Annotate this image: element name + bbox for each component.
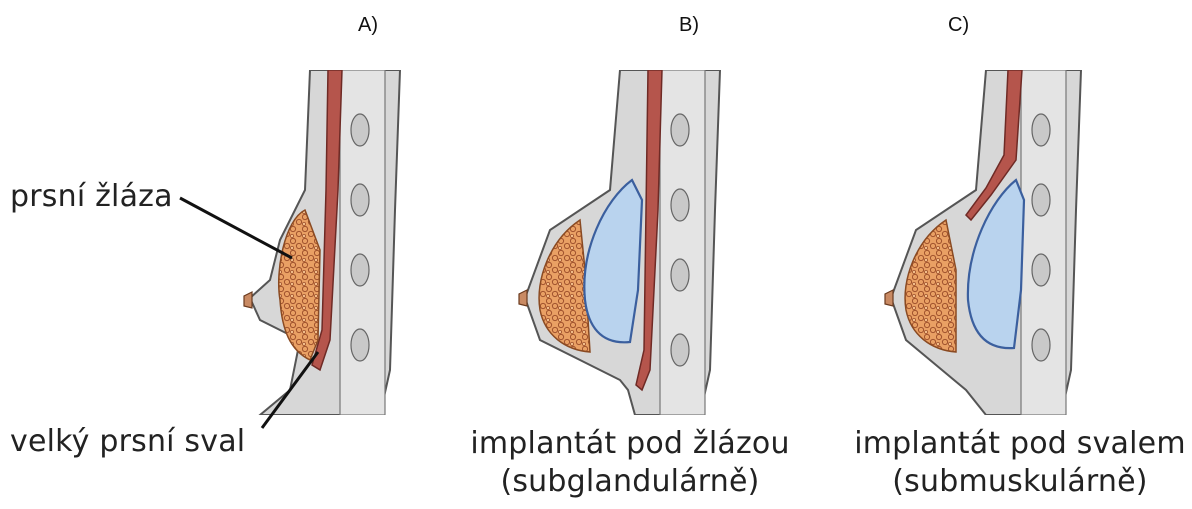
caption-c-line2: (submuskulárně) [848,463,1192,501]
muscle-label: velký prsní sval [10,423,245,461]
caption-submuscular: implantát pod svalem (submuskulárně) [848,425,1192,501]
gland-leader-line [180,198,292,258]
caption-b-line2: (subglandulárně) [440,463,820,501]
caption-b-line1: implantát pod žlázou [440,425,820,463]
caption-subglandular: implantát pod žlázou (subglandulárně) [440,425,820,501]
caption-c-line1: implantát pod svalem [848,425,1192,463]
muscle-leader-line [262,352,318,428]
gland-label: prsní žláza [10,178,173,216]
